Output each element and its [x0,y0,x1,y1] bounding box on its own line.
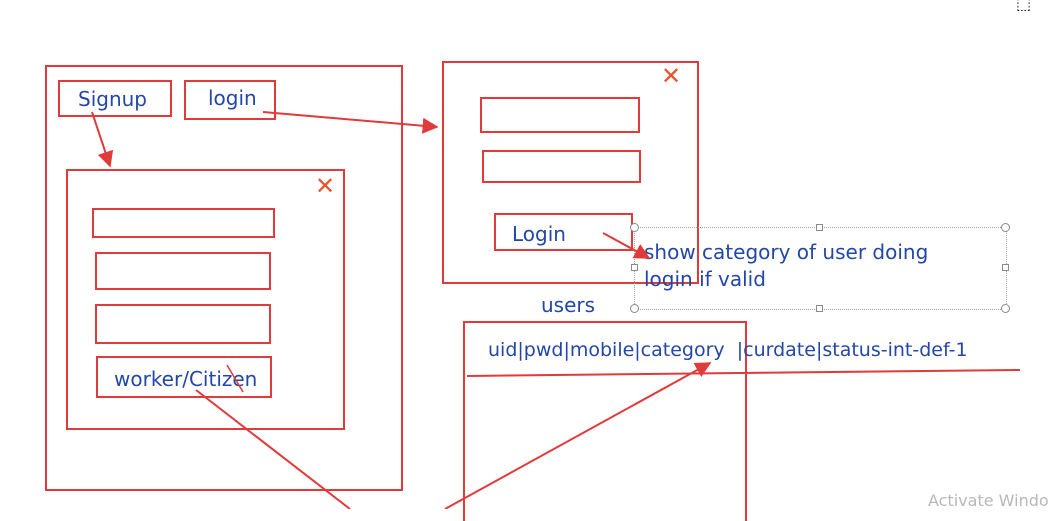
annotation-text: show category of user doing login if val… [644,240,929,291]
signup-dialog [66,169,345,430]
login-button-label: Login [512,222,566,246]
signup-field-3[interactable] [95,304,271,344]
users-table [463,321,747,521]
resize-handle-bl[interactable] [630,304,639,313]
resize-handle-b[interactable] [816,305,823,312]
login-link-button[interactable] [184,80,276,120]
resize-handle-tl[interactable] [630,223,639,232]
login-panel-close-icon[interactable]: ✕ [661,62,682,90]
resize-handle-tr[interactable] [1001,223,1010,232]
signup-button[interactable] [58,80,172,117]
signup-panel [45,65,403,491]
arrow-category-down [195,389,351,509]
login-link-label: login [208,86,257,110]
arrow-login-to-panel [262,111,439,134]
resize-handle-br[interactable] [1001,304,1010,313]
login-field-2[interactable] [482,150,641,183]
resize-handle-l[interactable] [631,264,638,271]
users-table-title: users [541,293,596,317]
resize-handle-t[interactable] [816,224,823,231]
arrow-login-to-annotation [602,232,651,259]
login-button[interactable] [494,213,633,251]
resize-handle-r[interactable] [1002,264,1009,271]
cursor-icon: ⬚ [1016,0,1032,13]
login-panel [442,61,699,284]
signup-field-2[interactable] [95,252,271,290]
signup-field-1[interactable] [92,208,275,238]
signup-dialog-close-icon[interactable]: ✕ [315,172,336,200]
login-field-1[interactable] [480,97,640,133]
category-select[interactable] [96,356,272,398]
table-divider-line [466,369,1021,377]
arrow-signup-to-dialog [91,111,114,168]
connector-arrows [91,111,1021,509]
category-select-label: worker/Citizen [114,367,258,391]
activate-windows-watermark: Activate Windo [928,491,1049,510]
users-table-columns: uid|pwd|mobile|category |curdate|status-… [488,339,968,361]
arrow-to-category-column [444,362,712,509]
signup-label: Signup [78,87,147,111]
category-tick-mark [226,364,244,393]
